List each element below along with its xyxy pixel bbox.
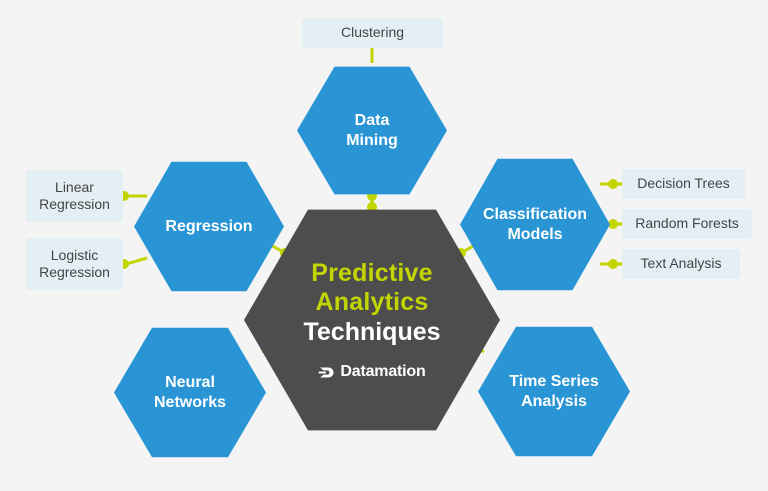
- leaf-decision-trees-label: Decision Trees: [637, 175, 730, 192]
- leaf-linear-regression[interactable]: Linear Regression: [26, 170, 123, 222]
- brand-name: Datamation: [340, 363, 426, 381]
- node-regression-label: Regression: [165, 217, 253, 235]
- leaf-logistic-regression[interactable]: Logistic Regression: [26, 238, 123, 290]
- node-regression[interactable]: Regression: [134, 161, 284, 292]
- leaf-random-forests-label: Random Forests: [635, 215, 739, 232]
- node-classification-models-line2: Models: [507, 225, 563, 243]
- node-data-mining[interactable]: Data Mining: [297, 66, 447, 195]
- leaf-clustering[interactable]: Clustering: [302, 18, 443, 48]
- center-title-line3: Techniques: [303, 317, 441, 346]
- node-time-series-analysis[interactable]: Time Series Analysis: [478, 326, 630, 457]
- center-title-line1: Predictive: [311, 258, 433, 287]
- node-neural-networks-line1: Neural: [165, 373, 215, 391]
- leaf-text-analysis-label: Text Analysis: [640, 255, 722, 272]
- leaf-clustering-label: Clustering: [340, 24, 405, 41]
- node-neural-networks-line2: Networks: [153, 393, 227, 411]
- node-data-mining-line1: Data: [354, 111, 390, 129]
- leaf-random-forests[interactable]: Random Forests: [622, 209, 752, 239]
- leaf-linear-regression-line2: Regression: [39, 196, 110, 212]
- leaf-text-analysis[interactable]: Text Analysis: [622, 249, 740, 279]
- node-data-mining-line2: Mining: [346, 131, 398, 149]
- node-time-series-analysis-line2: Analysis: [521, 392, 587, 410]
- leaf-logistic-regression-line2: Regression: [39, 264, 110, 280]
- center-node-predictive-analytics-techniques[interactable]: Predictive Analytics Techniques Datamati…: [244, 209, 500, 431]
- center-title-line2: Analytics: [315, 288, 429, 317]
- node-neural-networks[interactable]: Neural Networks: [114, 327, 266, 458]
- leaf-linear-regression-line1: Linear: [55, 178, 94, 195]
- node-classification-models-line1: Classification: [482, 205, 588, 223]
- node-classification-models[interactable]: Classification Models: [460, 158, 610, 291]
- leaf-decision-trees[interactable]: Decision Trees: [622, 169, 745, 199]
- leaf-logistic-regression-line1: Logistic: [50, 246, 99, 263]
- brand-lockup: Datamation: [318, 363, 426, 381]
- datamation-logo-icon: [319, 367, 335, 378]
- node-time-series-analysis-line1: Time Series: [509, 372, 599, 390]
